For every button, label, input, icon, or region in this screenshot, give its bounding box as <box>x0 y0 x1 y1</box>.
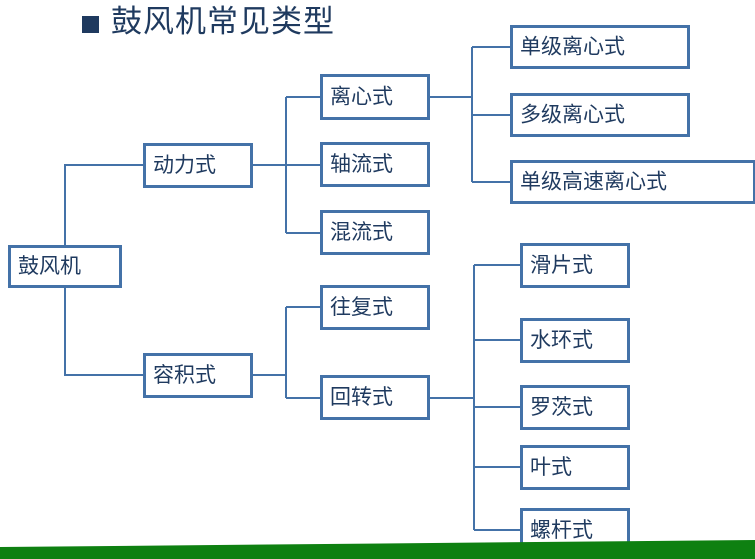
tree-node-single-stage[interactable]: 单级离心式 <box>510 25 690 69</box>
tree-node-volume[interactable]: 容积式 <box>143 353 253 398</box>
node-box-single-stage <box>510 25 690 69</box>
node-box-blade <box>520 445 630 490</box>
node-label-dynamic: 动力式 <box>153 153 216 177</box>
node-label-blade: 叶式 <box>530 455 572 479</box>
tree-node-blade[interactable]: 叶式 <box>520 445 630 490</box>
node-box-volume <box>143 353 253 398</box>
tree-node-single-high-speed[interactable]: 单级高速离心式 <box>510 160 755 204</box>
node-label-single-high-speed: 单级高速离心式 <box>520 170 667 194</box>
node-box-multi-stage <box>510 93 690 137</box>
node-box-rotary <box>320 375 430 420</box>
page-title: 鼓风机常见类型 <box>82 4 335 40</box>
bottom-accent-band <box>0 540 755 559</box>
node-label-mixed: 混流式 <box>330 220 393 244</box>
tree-node-rotary[interactable]: 回转式 <box>320 375 430 420</box>
node-label-single-stage: 单级离心式 <box>520 35 625 59</box>
node-label-water-ring: 水环式 <box>530 328 593 352</box>
node-label-root: 鼓风机 <box>18 254 81 278</box>
node-label-multi-stage: 多级离心式 <box>520 103 625 127</box>
node-box-recip <box>320 285 430 330</box>
node-label-screw: 螺杆式 <box>530 518 593 542</box>
tree-node-recip[interactable]: 往复式 <box>320 285 430 330</box>
node-box-root <box>8 245 122 288</box>
accent-band-shape <box>0 540 755 559</box>
tree-node-axial[interactable]: 轴流式 <box>320 142 430 187</box>
node-box-water-ring <box>520 318 630 363</box>
tree-node-mixed[interactable]: 混流式 <box>320 210 430 255</box>
node-label-volume: 容积式 <box>153 363 216 387</box>
filled-square-bullet-icon <box>82 16 99 34</box>
node-label-sliding-vane: 滑片式 <box>530 253 593 277</box>
node-label-rotary: 回转式 <box>330 385 393 409</box>
node-label-axial: 轴流式 <box>330 152 393 176</box>
node-label-centrifugal: 离心式 <box>330 85 393 109</box>
tree-node-water-ring[interactable]: 水环式 <box>520 318 630 363</box>
tree-node-sliding-vane[interactable]: 滑片式 <box>520 243 630 288</box>
tree-node-dynamic[interactable]: 动力式 <box>143 143 253 188</box>
tree-node-centrifugal[interactable]: 离心式 <box>320 74 430 120</box>
node-box-centrifugal <box>320 74 430 120</box>
tree-node-roots[interactable]: 罗茨式 <box>520 385 630 430</box>
node-label-recip: 往复式 <box>330 295 393 319</box>
node-box-dynamic <box>143 143 253 188</box>
page-title-text: 鼓风机常见类型 <box>111 4 335 40</box>
connectors-layer <box>64 46 520 531</box>
node-box-axial <box>320 142 430 187</box>
tree-node-root[interactable]: 鼓风机 <box>8 245 122 288</box>
node-label-roots: 罗茨式 <box>530 395 593 419</box>
node-box-roots <box>520 385 630 430</box>
tree-node-multi-stage[interactable]: 多级离心式 <box>510 93 690 137</box>
node-box-sliding-vane <box>520 243 630 288</box>
connector-root-to-volume <box>64 266 143 376</box>
node-box-mixed <box>320 210 430 255</box>
